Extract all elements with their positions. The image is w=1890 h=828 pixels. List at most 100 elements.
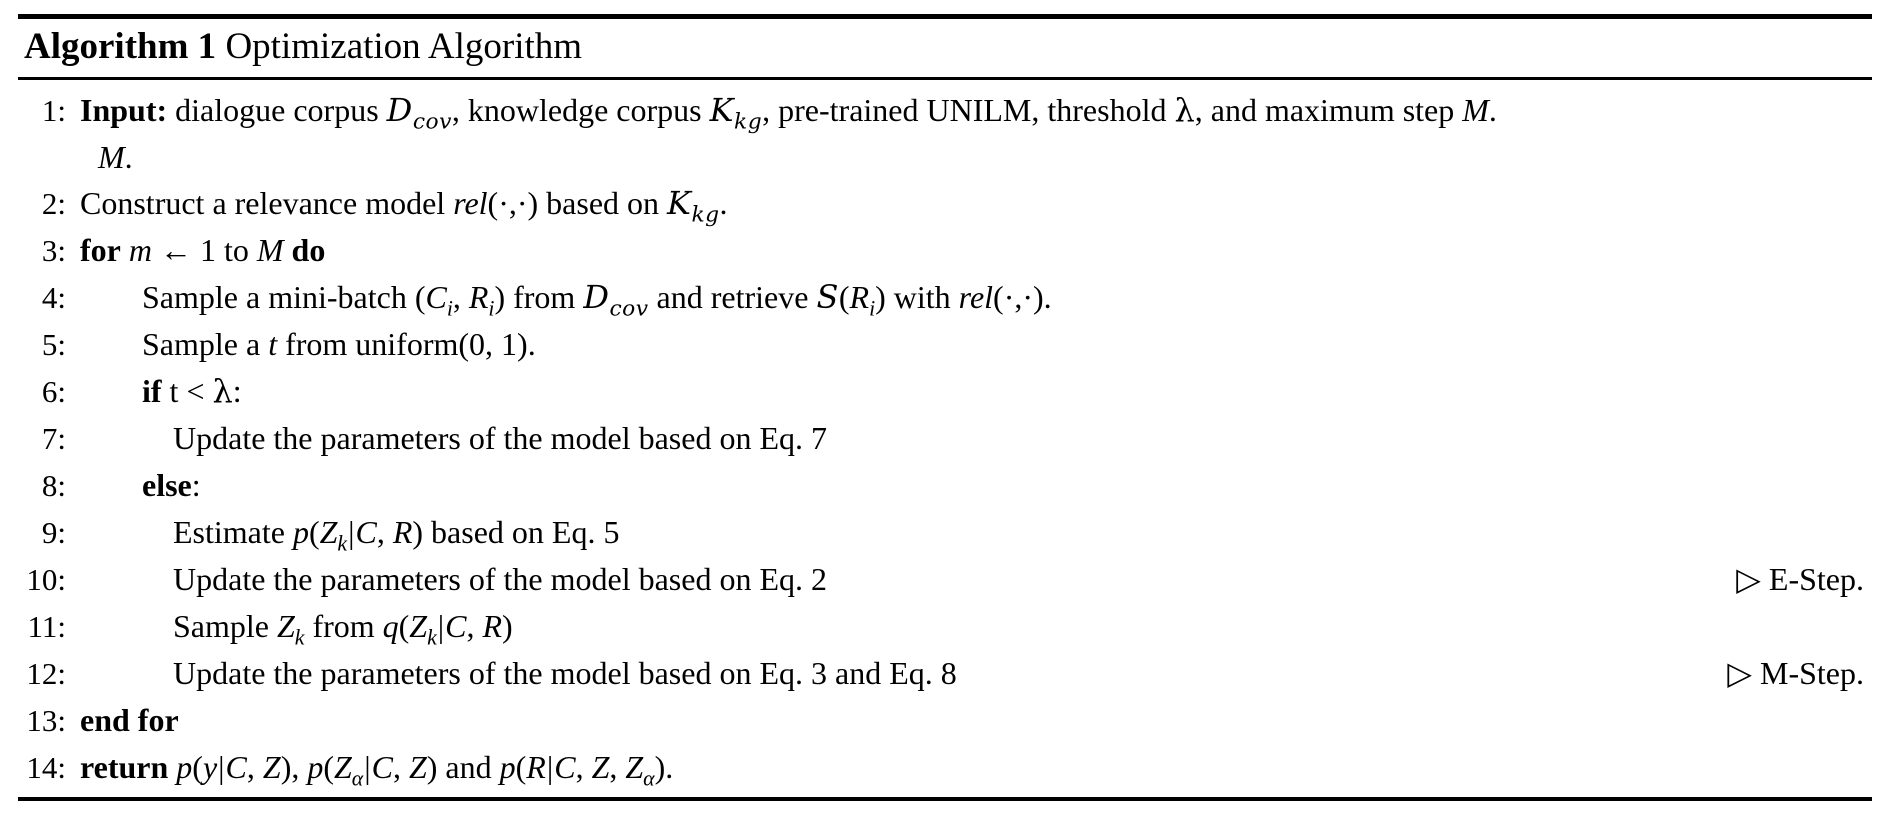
algorithm-line-11: 11: Sample Zk from q(Zk|C, R) [18,603,1872,650]
comment-e-step: ▷ E-Step. [1736,561,1864,597]
text-fragment: to [223,232,249,268]
algorithm-line-1: 1: Input: dialogue corpus Dcov, knowledg… [18,87,1872,134]
symbol-max-step: M [1462,92,1489,128]
symbol-lambda: λ [212,372,233,410]
algorithm-line-3: 3: for m ← 1 to M do [18,227,1872,274]
text-fragment: Construct a relevance model [80,185,446,221]
algorithm-line-1-continuation: M. [18,134,1872,180]
top-rule [18,14,1872,19]
algorithm-line-12: 12: Update the parameters of the model b… [18,650,1872,697]
text-fragment: Sample a mini-batch [142,279,407,315]
symbol-lambda: λ [1174,91,1195,129]
math-parens: (Ri) [838,279,886,321]
algorithm-label: Algorithm 1 [24,26,217,67]
text-fragment: . [1488,92,1497,128]
symbol-loop-var: m [128,232,152,268]
text-fragment: . [124,139,133,175]
line-number: 8: [41,468,66,503]
text-fragment: and retrieve [656,279,809,315]
symbol-max-step: M [256,232,284,268]
comment-m-step: ▷ M-Step. [1727,655,1864,691]
line-content: for m ← 1 to M do [80,227,1872,273]
line-number: 14: [26,750,66,785]
line-number: 6: [41,374,66,409]
left-arrow-icon: ← [159,232,192,268]
text-fragment: , and maximum step [1194,92,1455,128]
line-content: if t < λ: [80,368,1872,414]
algorithm-caption: Optimization Algorithm [225,26,583,67]
text-fragment: with [893,279,951,315]
algorithm-line-4: 4: Sample a mini-batch (Ci, Ri) from Dco… [18,274,1872,321]
math-tuple: (Ci, Ri) [414,279,506,321]
line-content: Sample a mini-batch (Ci, Ri) from Dcov a… [80,274,1872,320]
algorithm-title: Algorithm 1 Optimization Algorithm [18,19,1872,77]
algorithm-line-7: 7: Update the parameters of the model ba… [18,415,1872,462]
algorithm-line-8: 8: else: [18,462,1872,509]
line-content: return p(y|C, Z), p(Zα|C, Z) and p(R|C, … [80,749,674,791]
algorithm-line-9: 9: Estimate p(Zk|C, R) based on Eq. 5 [18,509,1872,556]
symbol-probability: p [499,749,516,785]
symbol-relevance-model: rel [453,185,488,221]
math-parens: (R|C, Z, Zα) [515,749,666,791]
keyword-input: Input: [80,92,168,128]
line-content: Update the parameters of the model based… [173,420,827,456]
text-fragment: based on Eq. 5 [431,514,620,550]
math-parens: (Zα|C, Z) [323,749,438,791]
symbol-knowledge-corpus: Kkg [667,184,720,228]
algorithm-line-5: 5: Sample a t from uniform(0, 1). [18,321,1872,368]
text-fragment: from uniform(0, 1). [285,326,536,362]
math-parens: (Zk|C, R) [398,608,513,650]
text-fragment: based on [546,185,660,221]
symbol-t: t [268,326,278,362]
keyword-end-for: end for [80,702,179,738]
algorithm-block: Algorithm 1 Optimization Algorithm 1: In… [18,14,1872,801]
bottom-rule [18,797,1872,801]
symbol-relevance-model: rel [958,279,994,315]
line-number: 3: [41,233,66,268]
text-fragment: . [1043,279,1052,315]
symbol-probability: p [292,514,309,550]
title-rule [18,77,1872,80]
text-fragment: from [312,608,375,644]
text-fragment: dialogue corpus [175,92,379,128]
text-fragment: from [513,279,576,315]
text-fragment: : [191,467,201,503]
math-parens: (y|C, Z) [192,749,292,785]
text-fragment: : [232,373,242,409]
line-number: 13: [26,703,66,738]
text-fragment: t < [169,373,205,409]
line-number: 7: [41,421,66,456]
line-content: Update the parameters of the model based… [173,655,957,691]
keyword-do: do [291,232,326,268]
line-content: else: [80,462,1872,508]
algorithm-line-13: 13: end for [18,697,1872,744]
line-content: end for [80,697,1872,743]
line-content: Sample Zk from q(Zk|C, R) [80,603,1872,649]
text-fragment: , knowledge corpus [451,92,702,128]
loop-start: 1 [199,232,216,268]
text-fragment: Sample [173,608,269,644]
algorithm-line-6: 6: if t < λ: [18,368,1872,415]
text-fragment: . [719,185,728,221]
line-content: Input: dialogue corpus Dcov, knowledge c… [80,87,1872,133]
line-number: 4: [41,280,66,315]
math-parens: (·,·) [487,185,539,221]
text-fragment: Sample a [142,326,261,362]
line-number: 2: [41,186,66,221]
line-number: 10: [26,562,66,597]
line-content: Construct a relevance model rel(·,·) bas… [80,180,1872,226]
line-number: 5: [41,327,66,362]
keyword-for: for [80,232,121,268]
keyword-return: return [80,749,169,785]
line-content: Sample a t from uniform(0, 1). [80,321,1872,367]
line-number: 12: [26,656,66,691]
line-number: 1: [41,93,66,128]
algorithm-steps: 1: Input: dialogue corpus Dcov, knowledg… [18,80,1872,797]
algorithm-line-14: 14: return p(y|C, Z), p(Zα|C, Z) and p(R… [18,744,1872,791]
symbol-knowledge-corpus: Kkg [709,91,763,135]
symbol-dialogue-corpus: Dcov [386,91,452,135]
text-fragment: . [665,749,674,785]
line-number: 11: [27,609,66,644]
symbol-probability: p [307,749,324,785]
algorithm-line-2: 2: Construct a relevance model rel(·,·) … [18,180,1872,227]
